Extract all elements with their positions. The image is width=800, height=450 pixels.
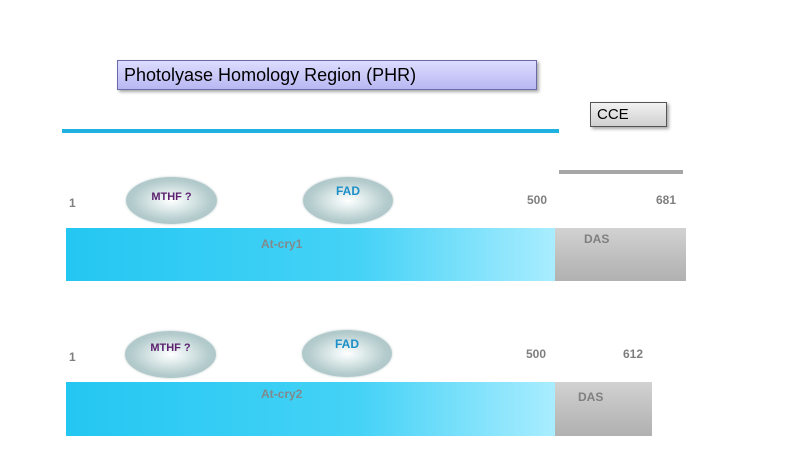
end-position: 681	[656, 193, 677, 207]
cte-domain-bar	[555, 382, 652, 436]
end-position: 612	[623, 347, 644, 361]
mthf-cofactor-label: MTHF ?	[150, 342, 191, 354]
fad-cofactor-label: FAD	[335, 337, 359, 351]
protein-name: At-cry1	[261, 237, 303, 251]
start-position: 1	[69, 196, 76, 210]
fad-cofactor-ellipse: FAD	[303, 177, 393, 224]
phr-end-position: 500	[526, 347, 547, 361]
das-motif-label: DAS	[578, 390, 604, 404]
protein-name: At-cry2	[261, 387, 303, 401]
phr-domain-bar	[66, 382, 555, 436]
mthf-cofactor-ellipse: MTHF ?	[126, 177, 217, 224]
phr-domain-bar	[66, 228, 555, 281]
mthf-cofactor-label: MTHF ?	[151, 191, 192, 203]
start-position: 1	[69, 350, 76, 364]
cce-span-line	[559, 170, 683, 174]
das-motif-label: DAS	[584, 232, 610, 246]
fad-cofactor-ellipse: FAD	[302, 330, 392, 377]
phr-span-line	[62, 129, 559, 133]
mthf-cofactor-ellipse: MTHF ?	[125, 331, 216, 378]
fad-cofactor-label: FAD	[336, 184, 360, 198]
cte-domain-bar	[555, 228, 686, 281]
phr-end-position: 500	[527, 193, 548, 207]
cce-region-label: CCE	[590, 102, 667, 127]
phr-region-label: Photolyase Homology Region (PHR)	[117, 60, 537, 90]
